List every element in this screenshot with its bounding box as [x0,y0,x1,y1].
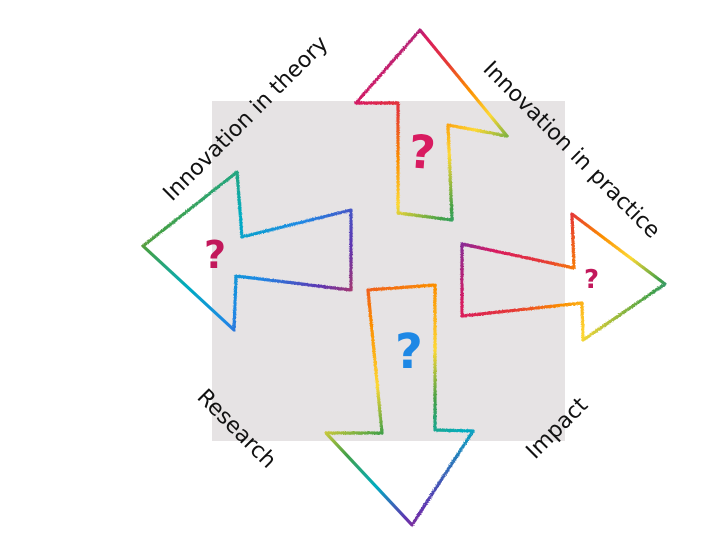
arrow-down [324,283,475,527]
question-mark-left: ? [204,233,226,277]
question-mark-down: ? [395,324,423,380]
question-mark-right: ? [584,265,599,295]
background-square [212,101,565,441]
arrow-right [460,212,667,342]
arrow-left [141,170,353,332]
question-mark-up: ? [407,124,437,180]
arrow-up [354,28,509,222]
